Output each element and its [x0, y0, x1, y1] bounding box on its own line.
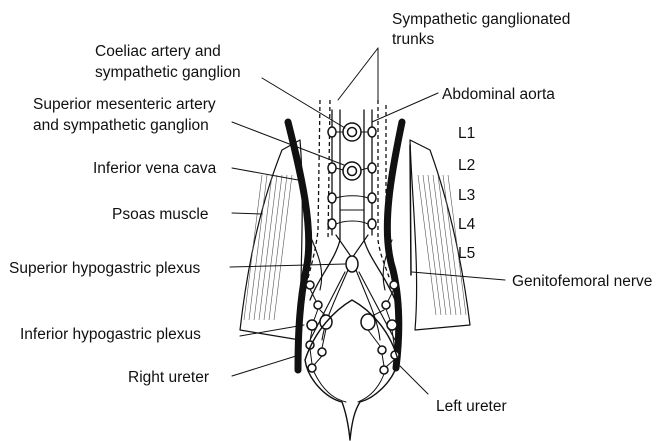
- left-sympathetic-trunk: [368, 110, 376, 235]
- superior-hypogastric-plexus-label: Superior hypogastric plexus: [9, 260, 201, 277]
- muscle-fiber: [423, 175, 441, 315]
- genitofemoral-nerve-label: Genitofemoral nerve: [512, 273, 652, 290]
- vertebral-level-l3: L3: [458, 187, 475, 204]
- muscle-fiber: [254, 175, 272, 320]
- muscle-fiber: [249, 175, 267, 320]
- superior-mesenteric-ganglion: [343, 162, 361, 180]
- abdominal-aorta-label: Abdominal aorta: [442, 86, 555, 103]
- text-labels: Sympathetic ganglionated trunks Coeliac …: [9, 11, 652, 415]
- left-ureter-label: Left ureter: [436, 398, 507, 415]
- coeliac-ganglion: [343, 123, 361, 141]
- coeliac-label-2: sympathetic ganglion: [95, 64, 241, 81]
- psoas-muscle-label: Psoas muscle: [112, 206, 208, 223]
- sympathetic-trunks-label-2: trunks: [392, 31, 434, 48]
- coeliac-label-1: Coeliac artery and: [95, 43, 221, 60]
- muscle-fiber: [433, 175, 451, 315]
- superior-hypogastric-plexus-node: [336, 235, 368, 272]
- muscle-fiber: [438, 175, 456, 315]
- right-ureter-label: Right ureter: [128, 369, 209, 386]
- muscle-fiber: [269, 175, 287, 320]
- left-inferior-hypogastric-plexus: [358, 281, 399, 402]
- right-inferior-hypogastric-plexus: [306, 281, 346, 402]
- vertebral-level-l4: L4: [458, 216, 476, 233]
- genitofemoral-nerve-path: [410, 145, 411, 275]
- right-sympathetic-trunk: [328, 110, 336, 235]
- vertebral-level-l1: L1: [458, 125, 475, 142]
- muscle-fiber: [418, 175, 436, 315]
- inferior-hypogastric-plexus-label: Inferior hypogastric plexus: [20, 326, 201, 343]
- sympathetic-trunks-label-1: Sympathetic ganglionated: [392, 11, 570, 28]
- muscle-fiber: [244, 175, 262, 320]
- inferior-vena-cava-label: Inferior vena cava: [93, 160, 217, 177]
- sup-mesenteric-label-1: Superior mesenteric artery: [33, 96, 216, 113]
- sup-mesenteric-label-2: and sympathetic ganglion: [33, 117, 209, 134]
- vertebral-level-l5: L5: [458, 245, 475, 262]
- muscle-fiber: [274, 175, 292, 320]
- right-ureter-path: [288, 122, 309, 370]
- vertebral-level-l2: L2: [458, 157, 475, 174]
- muscle-fiber: [259, 175, 277, 320]
- muscle-fiber: [264, 175, 282, 320]
- muscle-fiber: [428, 175, 446, 315]
- right-psoas-muscle: [240, 140, 302, 340]
